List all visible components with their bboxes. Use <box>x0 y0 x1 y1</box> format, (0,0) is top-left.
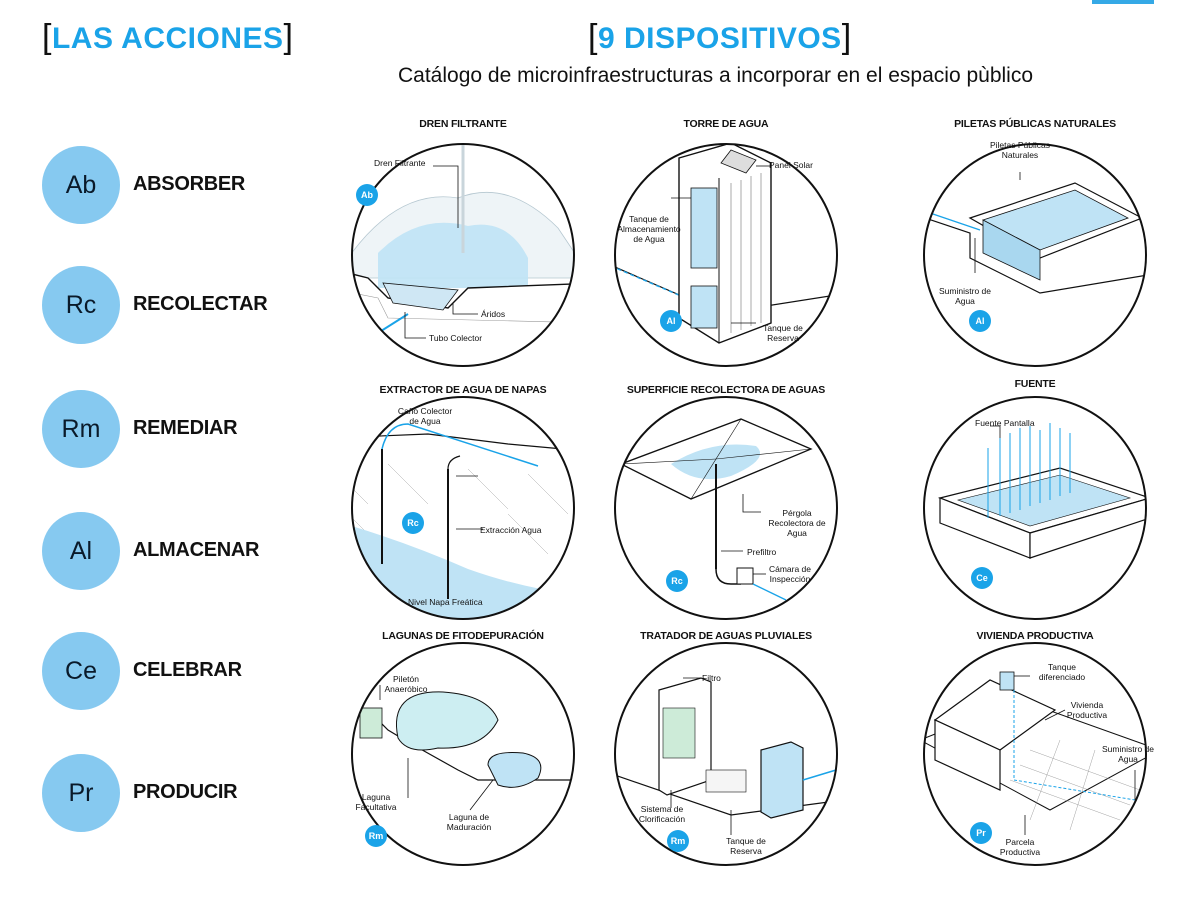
action-code-badge: Ab <box>42 146 120 224</box>
action-code-badge: Rc <box>42 266 120 344</box>
label-tubo-colector: Tubo Colector <box>429 333 483 343</box>
device-dren-filtrante: DREN FILTRANTE Dren Filtrante Áridos Tub… <box>308 118 618 368</box>
tratador-pluviales-illustration <box>614 642 838 866</box>
label-vivienda-productiva: Vivienda Productiva <box>1066 700 1108 720</box>
device-vivienda-productiva: VIVIENDA PRODUCTIVA Tanque diferenciado … <box>880 630 1190 880</box>
device-title: SUPERFICIE RECOLECTORA DE AGUAS <box>626 384 826 396</box>
label-prefiltro: Prefiltro <box>747 547 777 557</box>
action-recolectar: Rc RECOLECTAR <box>42 266 302 344</box>
actions-heading-text: LAS ACCIONES <box>51 22 284 55</box>
label-tanque-reserva: Tanque de Reserva <box>763 323 803 343</box>
label-aridos: Áridos <box>481 309 506 319</box>
action-producir: Pr PRODUCIR <box>42 754 302 832</box>
action-label: PRODUCIR <box>133 781 238 803</box>
action-code-badge: Pr <box>42 754 120 832</box>
fuente-illustration <box>923 396 1147 620</box>
label-sistema-clorificacion: Sistema de Clorificación <box>638 804 686 824</box>
device-title: EXTRACTOR DE AGUA DE NAPAS <box>379 384 547 396</box>
action-label: ALMACENAR <box>133 539 260 561</box>
device-title: FUENTE <box>1014 378 1056 390</box>
label-laguna-facultativa: Laguna Facultativa <box>355 792 397 812</box>
device-code-badge: Rm <box>667 830 689 852</box>
action-remediar: Rm REMEDIAR <box>42 390 302 468</box>
extractor-napas-illustration <box>351 396 575 620</box>
label-extraccion-agua: Extracción Agua <box>480 525 542 535</box>
device-tratador-pluviales: TRATADOR DE AGUAS PLUVIALES Filtro Siste… <box>571 630 881 880</box>
action-label: ABSORBER <box>133 173 246 195</box>
device-title: DREN FILTRANTE <box>419 118 507 130</box>
devices-heading: [9 DISPOSITIVOS] <box>588 18 852 56</box>
device-code-badge: Rc <box>666 570 688 592</box>
catalog-subtitle: Catálogo de microinfraestructuras a inco… <box>398 64 1034 87</box>
action-label: CELEBRAR <box>133 659 242 681</box>
device-title: VIVIENDA PRODUCTIVA <box>976 630 1094 642</box>
label-suministro-agua: Suministro de Agua <box>939 286 991 306</box>
device-code-badge: Rm <box>365 825 387 847</box>
device-extractor-napas: EXTRACTOR DE AGUA DE NAPAS Caño Colector… <box>308 384 618 634</box>
device-code-badge: Ab <box>356 184 378 206</box>
label-fuente-pantalla: Fuente Pantalla <box>975 418 1035 428</box>
label-laguna-maduracion: Laguna de Maduración <box>446 812 492 832</box>
action-label: RECOLECTAR <box>133 293 268 315</box>
label-suministro-agua-vivienda: Suministro de Agua <box>1102 744 1154 764</box>
device-fuente: FUENTE Fuente Pantalla Ce <box>880 378 1190 628</box>
label-nivel-napa: Nivel Napa Freática <box>408 597 483 607</box>
device-code-badge: Rc <box>402 512 424 534</box>
action-almacenar: Al ALMACENAR <box>42 512 302 590</box>
device-code-badge: Al <box>660 310 682 332</box>
device-piletas-publicas: PILETAS PÚBLICAS NATURALES Piletas Públi… <box>880 118 1190 368</box>
label-panel-solar: Panel Solar <box>769 160 813 170</box>
actions-heading: [LAS ACCIONES] <box>42 18 294 56</box>
action-code-badge: Ce <box>42 632 120 710</box>
torre-de-agua-illustration <box>614 143 838 367</box>
action-label: REMEDIAR <box>133 417 238 439</box>
label-pergola-recolectora: Pérgola Recolectora de Agua <box>768 508 826 538</box>
device-code-badge: Al <box>969 310 991 332</box>
devices-heading-text: 9 DISPOSITIVOS <box>597 22 842 55</box>
top-accent-bar <box>1092 0 1154 4</box>
device-title: LAGUNAS DE FITODEPURACIÓN <box>382 630 544 642</box>
device-code-badge: Ce <box>971 567 993 589</box>
label-tanque-diferenciado: Tanque diferenciado <box>1038 662 1086 682</box>
vivienda-productiva-illustration <box>923 642 1147 866</box>
label-tanque-almacenamiento: Tanque de Almacenamiento de Agua <box>617 214 681 244</box>
label-pileton-anaerobico: Piletón Anaeróbico <box>384 674 428 694</box>
dren-filtrante-illustration <box>351 143 575 367</box>
device-code-badge: Pr <box>970 822 992 844</box>
label-tanque-reserva-pluviales: Tanque de Reserva <box>726 836 766 856</box>
device-torre-de-agua: TORRE DE AGUA Panel Solar Tanque de Alma… <box>571 118 881 368</box>
piletas-publicas-illustration <box>923 143 1147 367</box>
label-filtro: Filtro <box>702 673 721 683</box>
label-parcela-productiva: Parcela Productiva <box>999 837 1041 857</box>
action-code-badge: Rm <box>42 390 120 468</box>
label-piletas-publicas: Piletas Públicas Naturales <box>989 140 1050 160</box>
label-camara-inspeccion: Cámara de Inspección <box>768 564 812 584</box>
device-title: PILETAS PÚBLICAS NATURALES <box>954 118 1116 130</box>
device-title: TRATADOR DE AGUAS PLUVIALES <box>640 630 812 642</box>
device-title: TORRE DE AGUA <box>683 118 769 130</box>
action-absorber: Ab ABSORBER <box>42 146 302 224</box>
device-superficie-recolectora: SUPERFICIE RECOLECTORA DE AGUAS Pérgola … <box>571 384 881 634</box>
label-dren-filtrante: Dren Filtrante <box>374 158 426 168</box>
label-cano-colector: Caño Colector de Agua <box>397 406 453 426</box>
superficie-recolectora-illustration <box>614 396 838 620</box>
device-lagunas-fitodepuracion: LAGUNAS DE FITODEPURACIÓN Piletón Anaeró… <box>308 630 618 880</box>
action-celebrar: Ce CELEBRAR <box>42 632 302 710</box>
action-code-badge: Al <box>42 512 120 590</box>
